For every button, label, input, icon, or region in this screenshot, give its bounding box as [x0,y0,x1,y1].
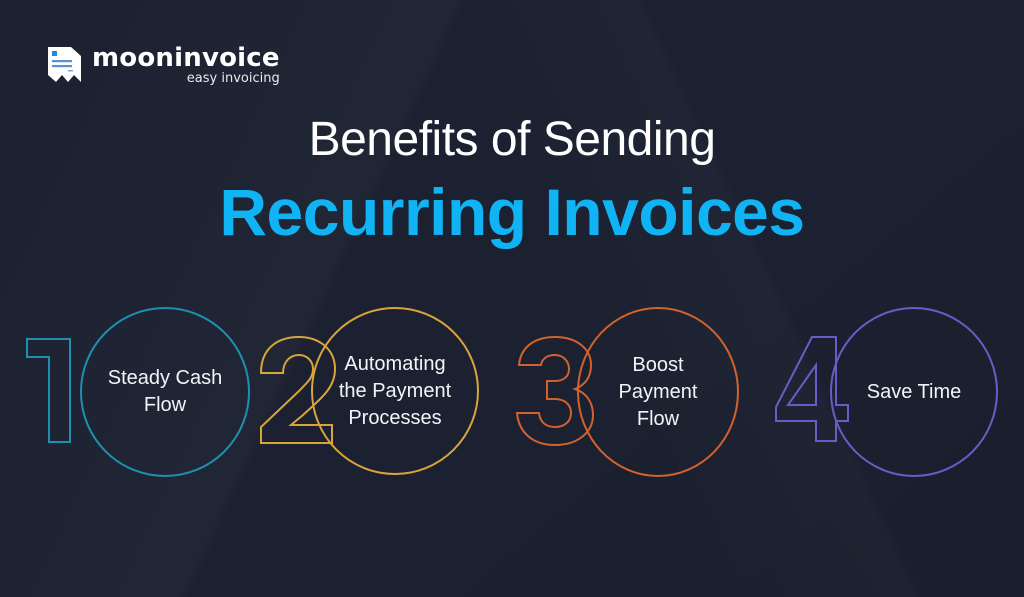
benefit-circle-4: Save Time [830,307,998,477]
benefit-text-3: Boost Payment Flow [618,353,698,430]
benefit-circle-1: Steady Cash Flow [80,307,250,477]
benefit-text-1: Steady Cash Flow [107,367,223,416]
benefit-circle-2: Automating the Payment Processes [311,307,479,475]
heading-line1: Benefits of Sending [308,113,716,166]
benefit-text-4: Save Time [866,380,962,403]
benefit-text-2: Automating the Payment Processes [338,352,452,429]
benefit-item-2: Automating the Payment Processes [257,305,497,480]
number-one-icon [26,338,71,443]
benefit-item-4: Save Time [774,305,1014,480]
heading-line2: Recurring Invoices [219,175,805,249]
benefit-circle-3: Boost Payment Flow [577,307,739,477]
benefit-item-3: Boost Payment Flow [515,305,755,480]
benefit-item-1: Steady Cash Flow [25,305,265,480]
brand-name: mooninvoice [92,43,280,73]
brand-logo: mooninvoice easy invoicing [47,43,280,86]
invoice-receipt-icon [48,47,81,82]
brand-tagline: easy invoicing [186,71,280,86]
